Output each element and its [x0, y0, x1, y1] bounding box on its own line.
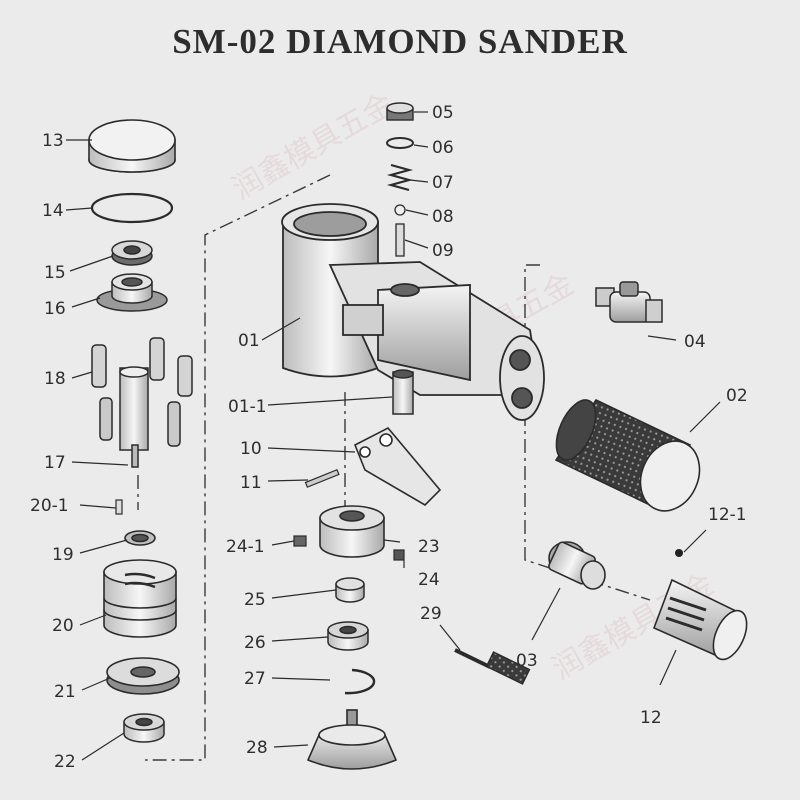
- label-08: 08: [432, 207, 454, 227]
- label-04: 04: [684, 332, 706, 352]
- label-14: 14: [42, 201, 64, 221]
- label-02: 02: [726, 386, 748, 406]
- label-07: 07: [432, 173, 454, 193]
- part-03-exhaust-adapter: [548, 541, 606, 590]
- part-26-bearing: [327, 621, 369, 651]
- label-03: 03: [516, 651, 538, 671]
- part-01-1-tube: [392, 369, 414, 415]
- part-24-screw: [393, 549, 405, 561]
- label-11: 11: [240, 473, 262, 493]
- part-04-inlet-valve: [595, 281, 663, 323]
- label-12: 12: [640, 708, 662, 728]
- label-13: 13: [42, 131, 64, 151]
- label-20: 20: [52, 616, 74, 636]
- label-17: 17: [44, 453, 66, 473]
- diagram-title: SM-02 DIAMOND SANDER: [172, 22, 628, 61]
- part-20-1-pin: [115, 499, 123, 515]
- label-21: 21: [54, 682, 76, 702]
- part-23-front-housing: [319, 505, 385, 558]
- label-15: 15: [44, 263, 66, 283]
- part-24-1-screw: [293, 535, 307, 547]
- label-22: 22: [54, 752, 76, 772]
- part-02-knurled-sleeve: [554, 398, 701, 512]
- part-13-cap: [88, 119, 176, 173]
- label-24-1: 24-1: [226, 537, 265, 557]
- label-29: 29: [420, 604, 442, 624]
- part-29-diamond-bit: [454, 648, 531, 685]
- label-10: 10: [240, 439, 262, 459]
- label-06: 06: [432, 138, 454, 158]
- part-28-sanding-pad: [306, 709, 398, 770]
- label-09: 09: [432, 241, 454, 261]
- label-20-1: 20-1: [30, 496, 69, 516]
- label-28: 28: [246, 738, 268, 758]
- part-19-ring: [124, 530, 156, 546]
- part-07-spring: [386, 163, 414, 192]
- part-05-plug: [386, 102, 414, 121]
- part-01-housing: [281, 203, 545, 421]
- part-20-cylinder: [103, 559, 177, 638]
- label-26: 26: [244, 633, 266, 653]
- label-18: 18: [44, 369, 66, 389]
- leader-lines: [65, 111, 721, 761]
- label-12-1: 12-1: [708, 505, 747, 525]
- part-14-oring: [90, 192, 174, 224]
- part-27-snap-ring: [344, 668, 376, 695]
- label-27: 27: [244, 669, 266, 689]
- part-labels: 13 14 15 16 18 17 20-1 19 20 21 22 05 06…: [30, 103, 748, 772]
- label-01-1: 01-1: [228, 397, 267, 417]
- part-12-1-ball: [675, 549, 683, 557]
- label-25: 25: [244, 590, 266, 610]
- part-25-collet: [335, 577, 365, 603]
- label-19: 19: [52, 545, 74, 565]
- label-24: 24: [418, 570, 440, 590]
- part-15-bearing: [111, 240, 153, 266]
- label-01: 01: [238, 331, 260, 351]
- part-08-ball: [394, 204, 406, 216]
- part-09-pin: [395, 223, 405, 257]
- label-23: 23: [418, 537, 440, 557]
- label-05: 05: [432, 103, 454, 123]
- watermark-text: 润鑫模具五金: [227, 87, 400, 207]
- part-10-lever: [353, 426, 442, 507]
- part-16-plate: [96, 273, 168, 312]
- part-12-end-cap: [652, 578, 748, 661]
- label-16: 16: [44, 299, 66, 319]
- part-22-bearing: [123, 713, 165, 743]
- part-11-pin: [304, 468, 340, 488]
- part-06-ring: [386, 137, 414, 149]
- part-18-rotor: [91, 337, 193, 468]
- part-21-end-plate: [106, 657, 180, 695]
